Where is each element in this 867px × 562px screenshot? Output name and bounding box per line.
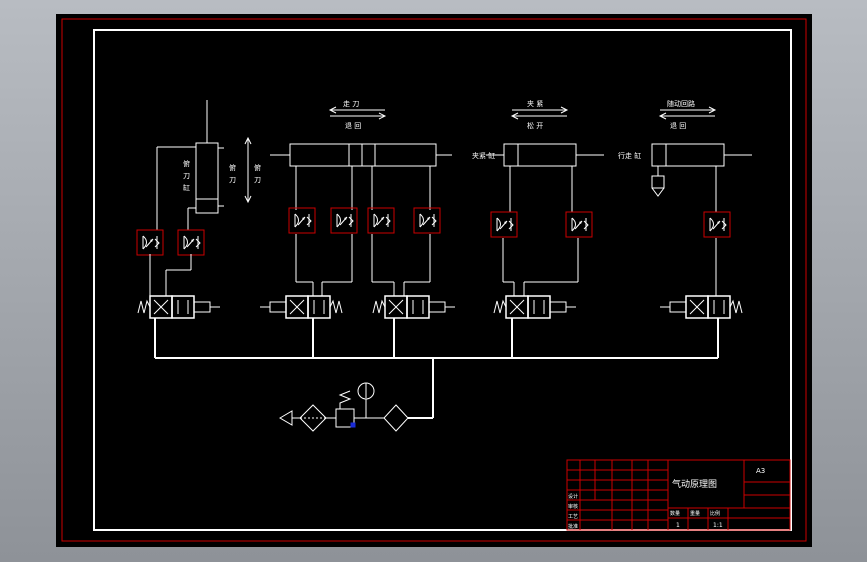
sheet-size: A3 bbox=[756, 467, 765, 475]
clamp-label-clamp: 夹 紧 bbox=[527, 99, 543, 108]
tilt-label-1: 俯 bbox=[183, 159, 190, 168]
title-block: 气动原理图 A3 数量 重量 比例 1 1:1 设计 审核 工艺 批准 bbox=[566, 459, 791, 531]
clamp-cylinder-label: 夹紧 缸 bbox=[472, 151, 495, 160]
tilt-direction-arrow bbox=[244, 136, 252, 204]
directional-valves bbox=[137, 295, 743, 319]
supply-manifold bbox=[154, 318, 719, 419]
clamp-arrows bbox=[510, 106, 569, 120]
flow-valve-8 bbox=[565, 211, 593, 238]
filter-icon bbox=[299, 404, 327, 432]
outer-red-frame bbox=[61, 18, 807, 542]
travel-cylinder-label: 行走 缸 bbox=[618, 151, 641, 160]
tb-col-weight: 重量 bbox=[690, 510, 700, 517]
flow-valve-5 bbox=[367, 207, 395, 234]
flow-valve-6 bbox=[413, 207, 441, 234]
feed-label-return: 退 回 bbox=[345, 121, 361, 130]
feed-arrows bbox=[328, 106, 387, 120]
inner-white-frame bbox=[93, 29, 792, 531]
flow-valve-3 bbox=[288, 207, 316, 234]
flow-valve-4 bbox=[330, 207, 358, 234]
valve-connection-lines bbox=[149, 234, 717, 296]
tb-val-scale: 1:1 bbox=[713, 522, 723, 529]
tb-col-scale: 比例 bbox=[710, 510, 720, 517]
feed-label-forward: 走 刀 bbox=[343, 100, 359, 108]
air-source-frl bbox=[279, 382, 409, 432]
tilt-dir-2a: 俯 bbox=[254, 163, 261, 172]
travel-arrows bbox=[658, 106, 717, 120]
tb-val-qty: 1 bbox=[676, 522, 680, 529]
tb-col-qty: 数量 bbox=[670, 510, 680, 517]
flow-valve-7 bbox=[490, 211, 518, 238]
travel-label-return: 退 回 bbox=[670, 121, 686, 130]
directional-valve-2 bbox=[260, 295, 343, 319]
drawing-title: 气动原理图 bbox=[672, 478, 717, 490]
tb-side-2: 审核 bbox=[568, 503, 578, 510]
tilt-cylinder bbox=[156, 100, 224, 230]
directional-valve-1 bbox=[137, 295, 220, 319]
directional-valve-3 bbox=[372, 295, 455, 319]
tilt-dir-2b: 刀 bbox=[254, 176, 261, 184]
tb-side-3: 工艺 bbox=[568, 514, 578, 520]
flow-valve-1 bbox=[136, 229, 164, 256]
flow-control-valves bbox=[136, 207, 731, 256]
feed-cylinder bbox=[270, 143, 452, 210]
travel-label-follow: 随动回路 bbox=[667, 99, 695, 108]
travel-cylinder bbox=[651, 143, 752, 212]
tb-side-1: 设计 bbox=[568, 493, 578, 500]
tb-side-4: 批准 bbox=[568, 523, 578, 530]
tilt-dir-1a: 俯 bbox=[229, 163, 236, 172]
clamp-label-release: 松 开 bbox=[527, 121, 543, 130]
flow-valve-9 bbox=[703, 211, 731, 238]
sheet-background bbox=[56, 14, 812, 547]
tilt-label-2: 刀 bbox=[183, 172, 190, 180]
lubricator-icon bbox=[383, 404, 409, 432]
clamp-cylinder bbox=[486, 143, 604, 212]
directional-valve-4 bbox=[493, 295, 576, 319]
tilt-dir-1b: 刀 bbox=[229, 176, 236, 184]
tilt-label-3: 缸 bbox=[183, 183, 190, 192]
